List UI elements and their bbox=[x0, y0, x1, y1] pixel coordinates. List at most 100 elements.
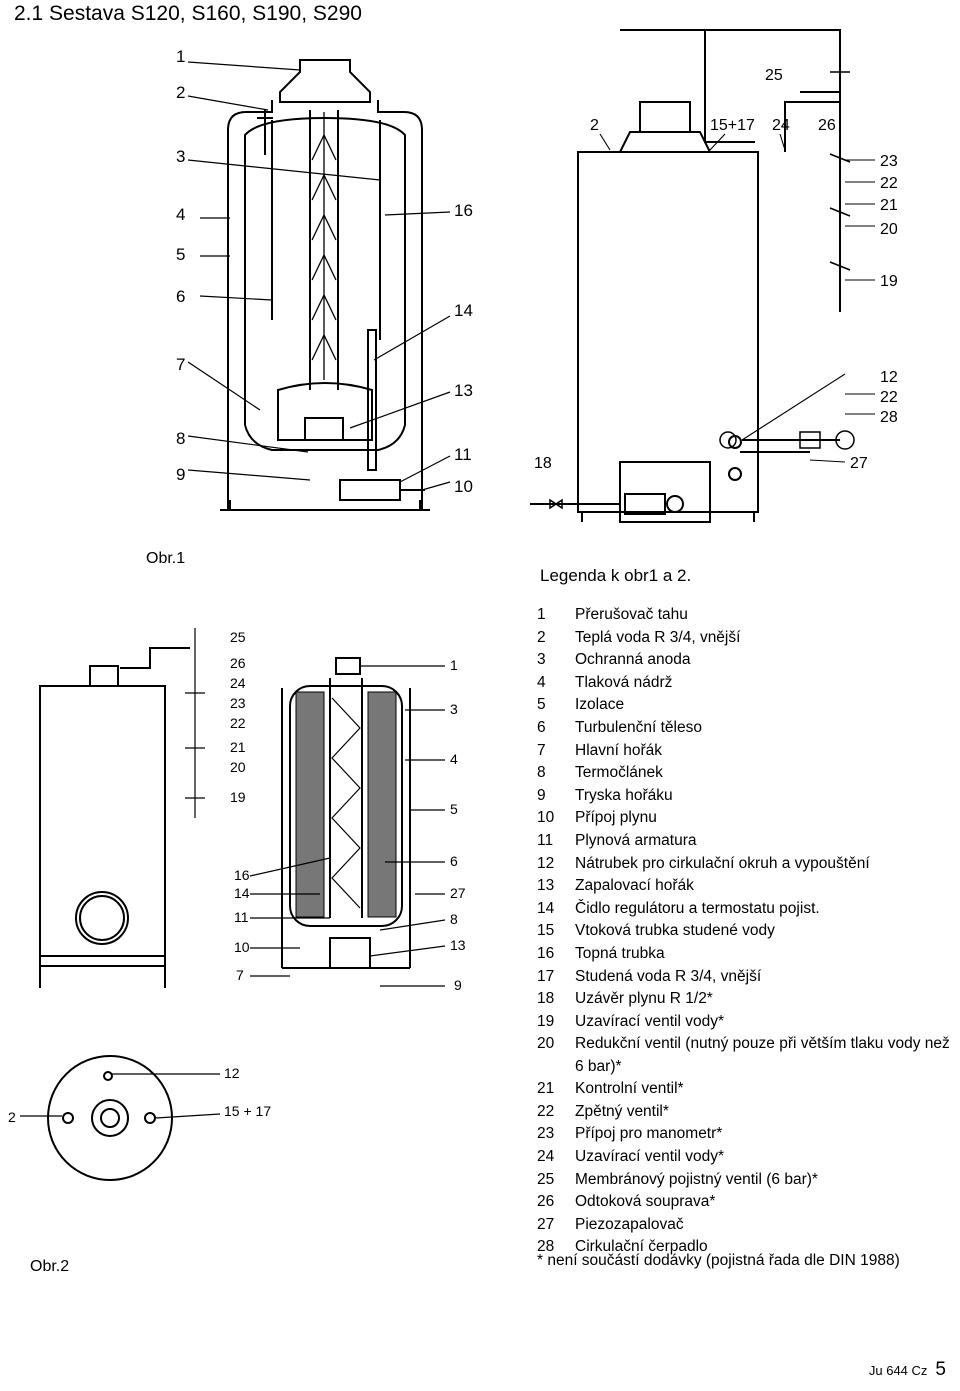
legend-item-text: Přerušovač tahu bbox=[575, 606, 688, 623]
legend-item-number: 15 bbox=[537, 922, 555, 940]
fig1b-callout: 23 bbox=[880, 153, 898, 170]
fig1-label: Obr.1 bbox=[146, 550, 186, 567]
fig2-callout: 14 bbox=[234, 885, 250, 901]
legend-item-number: 21 bbox=[537, 1080, 555, 1098]
legend-item-number: 3 bbox=[537, 651, 546, 669]
fig1b-callout: 22 bbox=[880, 389, 898, 406]
fig1b-callout: 26 bbox=[818, 117, 836, 134]
fig1b-callout: 24 bbox=[772, 117, 790, 134]
fig1-callout: 14 bbox=[454, 301, 473, 320]
fig1-callout: 3 bbox=[176, 147, 185, 166]
legend-item-text: Uzavírací ventil vody* bbox=[575, 1012, 725, 1030]
legend-item-text: Zpětný ventil* bbox=[575, 1102, 669, 1120]
fig2-callout: 21 bbox=[230, 739, 246, 755]
legend-item: 24 Uzavírací ventil vody* bbox=[537, 1146, 957, 1169]
legend-item-text: Přípoj plynu bbox=[575, 809, 657, 827]
footnote: * není součástí dodávky (pojistná řada d… bbox=[537, 1252, 900, 1269]
legend-item-number: 13 bbox=[537, 877, 555, 895]
fig2-callout: 19 bbox=[230, 789, 246, 805]
legend-item-number: 6 bbox=[537, 718, 546, 736]
fig1-callout: 5 bbox=[176, 245, 185, 264]
legend-item-number: 27 bbox=[537, 1215, 555, 1233]
fig2-drawing: 25 26 24 23 22 21 20 19 16 14 11 10 7 1 … bbox=[8, 628, 466, 1181]
legend-item-text: Tryska hořáku bbox=[575, 786, 673, 804]
fig2-callout: 27 bbox=[450, 885, 466, 901]
legend-item-number: 23 bbox=[537, 1125, 555, 1143]
fig2-callout: 9 bbox=[454, 977, 462, 993]
legend-item-text: Ochranná anoda bbox=[575, 651, 691, 669]
legend-item: 10 Přípoj plynu bbox=[537, 807, 957, 830]
fig1-callout: 16 bbox=[454, 201, 473, 220]
legend-item-number: 16 bbox=[537, 944, 555, 962]
legend-item-number: 9 bbox=[537, 786, 546, 804]
fig1-callout: 13 bbox=[454, 381, 473, 400]
legend-item-number: 20 bbox=[537, 1035, 555, 1053]
legend-item-text: Turbulenční těleso bbox=[575, 718, 702, 736]
legend-item: 8 Termočlánek bbox=[537, 762, 957, 785]
legend-item-text: Uzávěr plynu R 1/2* bbox=[575, 990, 713, 1008]
fig1b-callout: 21 bbox=[880, 197, 898, 214]
fig2-callout: 26 bbox=[230, 655, 246, 671]
legend-item: 9 Tryska hořáku bbox=[537, 785, 957, 808]
legend-item: 11 Plynová armatura bbox=[537, 830, 957, 853]
fig2-callout: 1 bbox=[450, 657, 458, 673]
legend-item-text: Termočlánek bbox=[575, 764, 663, 782]
legend-item-text: Izolace bbox=[575, 696, 625, 714]
fig2-callout: 15 + 17 bbox=[224, 1103, 271, 1119]
fig2-callout: 3 bbox=[450, 701, 458, 717]
fig1b-callout: 15+17 bbox=[710, 117, 755, 134]
fig2-callout: 20 bbox=[230, 759, 246, 775]
fig1b-callout: 18 bbox=[534, 455, 552, 472]
fig1-callout: 4 bbox=[176, 205, 185, 224]
legend-item-text: Plynová armatura bbox=[575, 831, 697, 849]
legend-item: 3 Ochranná anoda bbox=[537, 649, 957, 672]
legend-item-text: Hlavní hořák bbox=[575, 741, 663, 759]
legend-item-number: 18 bbox=[537, 990, 555, 1008]
fig2-callout: 16 bbox=[234, 867, 250, 883]
legend-item: 19 Uzavírací ventil vody* bbox=[537, 1011, 957, 1034]
legend-item-number: 25 bbox=[537, 1170, 555, 1188]
legend-item-text: Zapalovací hořák bbox=[575, 877, 694, 895]
legend-item-number: 19 bbox=[537, 1012, 555, 1030]
legend-item-number: 8 bbox=[537, 764, 546, 782]
legend-item: 22 Zpětný ventil* bbox=[537, 1101, 957, 1124]
legend-item-text: Vtoková trubka studené vody bbox=[575, 922, 775, 940]
fig1-callout: 2 bbox=[176, 83, 185, 102]
legend-item-number: 26 bbox=[537, 1193, 555, 1211]
legend-item-number: 11 bbox=[537, 831, 554, 849]
legend-item-text: Uzavírací ventil vody* bbox=[575, 1148, 725, 1166]
fig2-callout: 23 bbox=[230, 695, 246, 711]
fig2-callout: 2 bbox=[8, 1109, 16, 1125]
legend-item-text: Odtoková souprava* bbox=[575, 1193, 716, 1211]
legend-item-number: 12 bbox=[537, 854, 555, 872]
page-number: 5 bbox=[935, 1359, 946, 1380]
legend-item-number: 24 bbox=[537, 1148, 555, 1166]
legend-item: 18 Uzávěr plynu R 1/2* bbox=[537, 988, 957, 1011]
footer-text: Ju 644 Cz bbox=[868, 1363, 928, 1378]
legend-item: 26 Odtoková souprava* bbox=[537, 1191, 957, 1214]
fig1b-callout: 12 bbox=[880, 369, 898, 386]
fig1-exterior-drawing: 2 15+17 24 25 26 23 22 21 20 19 12 22 28… bbox=[530, 29, 898, 523]
legend-item-number: 2 bbox=[537, 628, 546, 646]
legend-item-number: 10 bbox=[537, 809, 555, 827]
fig1b-callout: 25 bbox=[765, 67, 783, 84]
fig2-callout: 4 bbox=[450, 751, 458, 767]
legend-item-text: Studená voda R 3/4, vnější bbox=[575, 967, 762, 985]
fig2-callout: 25 bbox=[230, 629, 246, 645]
fig1b-callout: 19 bbox=[880, 273, 898, 290]
fig2-callout: 22 bbox=[230, 715, 246, 731]
page-title: 2.1 Sestava S120, S160, S190, S290 bbox=[14, 2, 362, 25]
fig1-callout: 9 bbox=[176, 465, 185, 484]
legend-item-number: 22 bbox=[537, 1102, 555, 1120]
